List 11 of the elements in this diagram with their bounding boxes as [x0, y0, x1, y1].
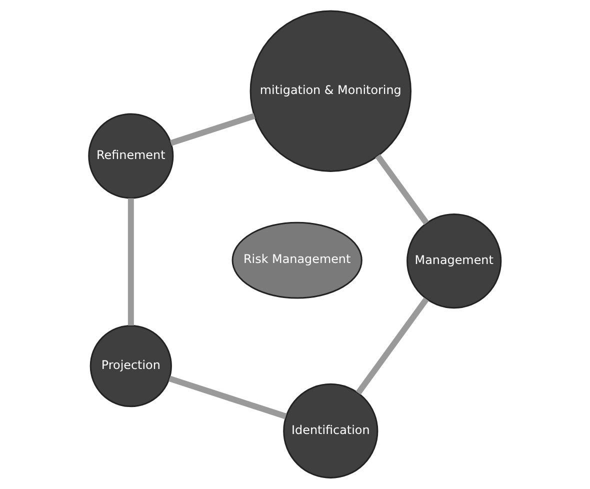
node-circle: mitigation & Monitoring	[250, 10, 412, 172]
connector	[168, 376, 287, 420]
connector	[375, 154, 429, 225]
node-circle: Management	[406, 213, 502, 309]
connector	[128, 198, 134, 326]
node-circle: Refinement	[88, 113, 174, 199]
connector	[356, 297, 429, 395]
node-ellipse: Risk Management	[232, 222, 362, 299]
node-circle: Projection	[90, 324, 172, 408]
connector	[170, 113, 256, 146]
node-circle: Identification	[283, 383, 378, 478]
